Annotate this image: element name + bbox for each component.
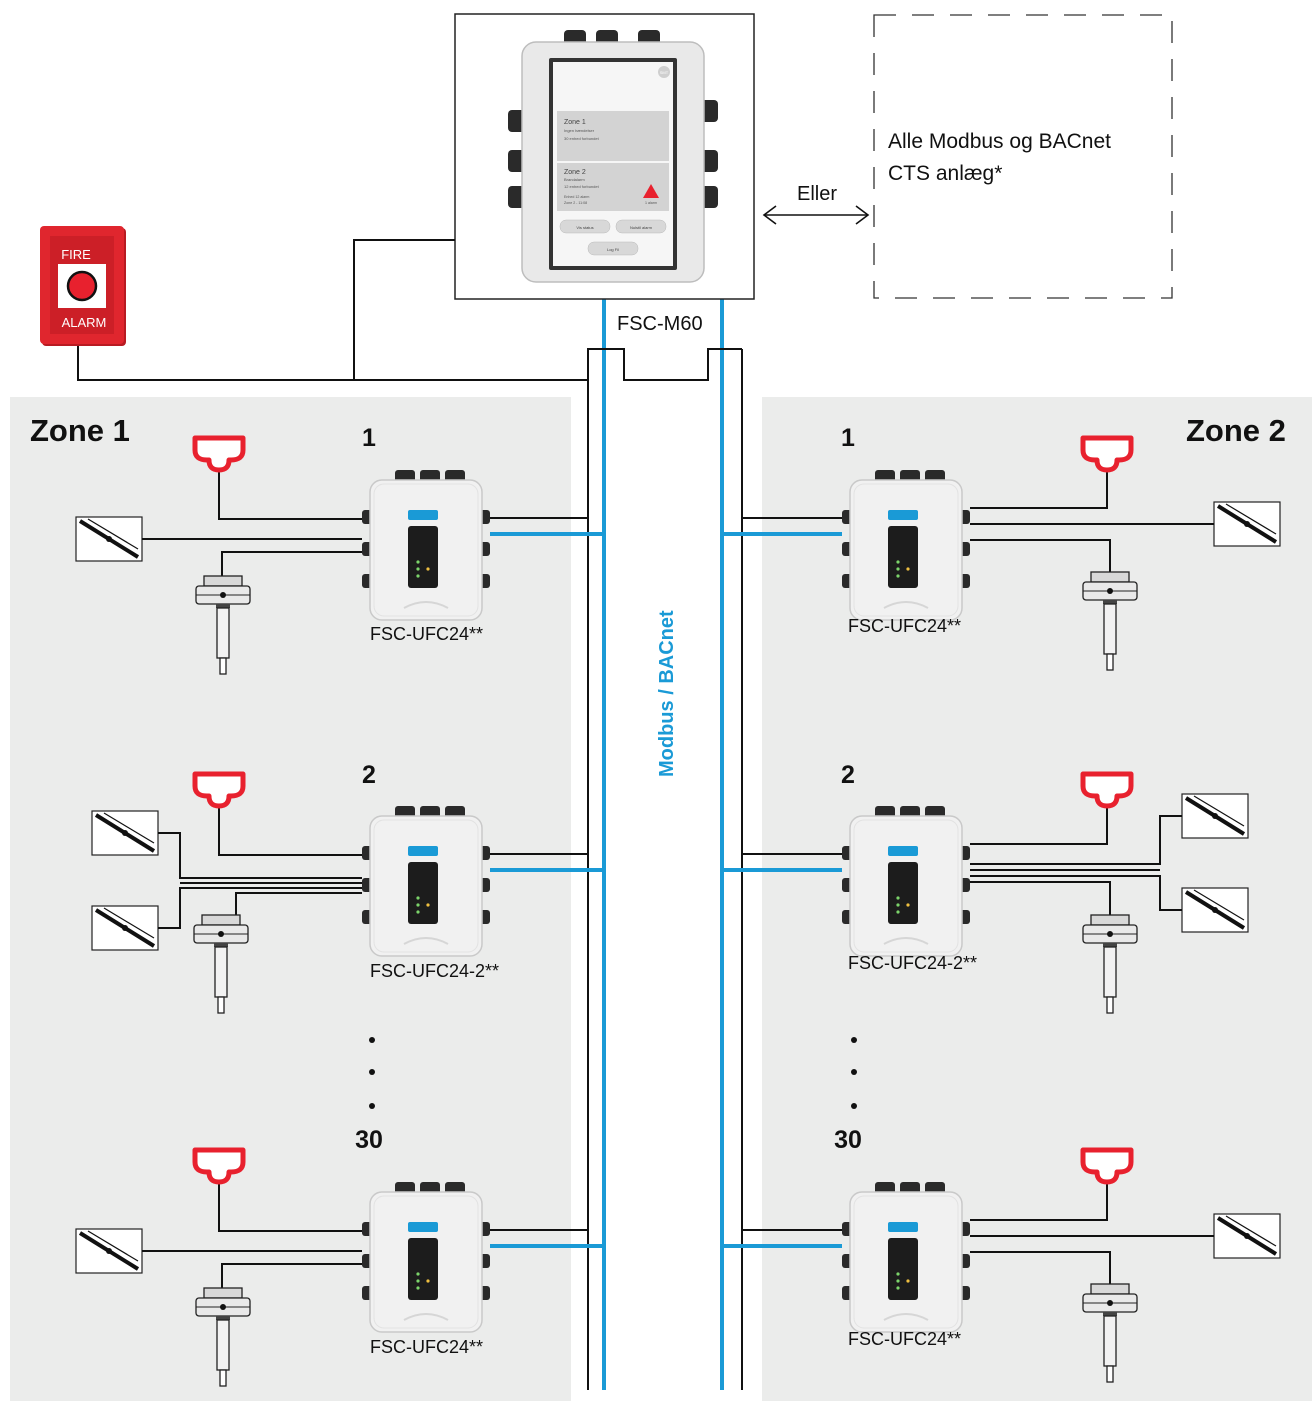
- damper-icon: [1180, 886, 1250, 934]
- wire: [970, 1251, 1111, 1287]
- bms-line1: Alle Modbus og BACnet: [888, 130, 1111, 153]
- wire: [970, 875, 1182, 911]
- fsc-ufc24-unit: [361, 469, 491, 621]
- screen-btn-log: Log Fil: [607, 247, 619, 252]
- screen-zone2-title: Zone 2: [564, 169, 586, 176]
- wire: [218, 468, 362, 520]
- duct-sensor-icon: [1082, 914, 1138, 1014]
- fsc-ufc24-unit: [841, 805, 971, 957]
- screen-zone1-title: Zone 1: [564, 119, 586, 126]
- alarm-triangle-icon: [643, 184, 659, 198]
- wire: [158, 887, 362, 929]
- device-number: 2: [362, 761, 376, 789]
- device-model-label: FSC-UFC24-2**: [848, 953, 977, 973]
- connector-label: Eller: [797, 183, 837, 205]
- wire: [970, 539, 1111, 575]
- screen-footer-line1: Enhed 12 alarm: [564, 195, 589, 199]
- smoke-detector-icon: [1083, 774, 1131, 806]
- fire-label: FIRE: [61, 247, 91, 262]
- fsc-ufc24-unit: [361, 1181, 491, 1333]
- smoke-detector-icon: [195, 438, 243, 470]
- wire: [970, 881, 1111, 918]
- damper-icon: [1212, 500, 1282, 548]
- device-number: 30: [834, 1126, 862, 1154]
- bms-line2: CTS anlæg*: [888, 162, 1002, 185]
- screen-corner-text: SMT: [660, 70, 669, 75]
- fsc-ufc24-unit: [361, 805, 491, 957]
- duct-sensor-icon: [193, 914, 249, 1014]
- wire: [970, 468, 1108, 509]
- device-model-label: FSC-UFC24-2**: [370, 961, 499, 981]
- damper-icon: [90, 809, 160, 857]
- double-arrow-icon: [762, 205, 870, 225]
- screen-footer-line2: Zone 2 - 11:08: [564, 201, 587, 205]
- smoke-detector-icon: [195, 1150, 243, 1182]
- fsc-ufc24-unit: [841, 1181, 971, 1333]
- screen-zone2-line1: Brandalarm: [564, 177, 585, 182]
- smoke-detector-icon: [195, 774, 243, 806]
- smoke-detector-icon: [1083, 1150, 1131, 1182]
- screen-alarm-label: 1 alarm: [645, 201, 657, 205]
- bus-cross-wire: [604, 348, 742, 381]
- damper-icon: [74, 515, 144, 563]
- duct-sensor-icon: [1082, 1283, 1138, 1383]
- device-model-label: FSC-UFC24**: [370, 624, 483, 644]
- fsc-ufc24-unit: [841, 469, 971, 621]
- ellipsis-dots-zone-1: [369, 1037, 375, 1109]
- alarm-label: ALARM: [62, 315, 107, 330]
- screen-btn-status: Vis status: [576, 225, 593, 230]
- device-number: 30: [355, 1126, 383, 1154]
- damper-icon: [90, 904, 160, 952]
- device-model-label: FSC-UFC24**: [848, 1329, 961, 1349]
- wire: [235, 892, 362, 936]
- bus-label: Modbus / BACnet: [656, 610, 678, 777]
- screen-zone1-line1: Ingen hændelser: [564, 128, 595, 133]
- zone-1-title: Zone 1: [30, 413, 130, 448]
- bms-box: [873, 14, 1173, 299]
- screen-zone1-line2: 30 enhed forbundet: [564, 136, 600, 141]
- wire: [218, 804, 362, 856]
- device-number: 1: [841, 424, 855, 452]
- damper-icon: [1212, 1212, 1282, 1260]
- duct-sensor-icon: [195, 1287, 251, 1387]
- device-number: 1: [362, 424, 376, 452]
- wire: [221, 551, 362, 582]
- wire: [221, 1263, 362, 1294]
- ellipsis-dots-zone-2: [851, 1037, 857, 1109]
- screen-btn-reset: Nulstil alarm: [630, 225, 653, 230]
- wire: [158, 832, 362, 879]
- smoke-detector-icon: [1083, 438, 1131, 470]
- device-model-label: FSC-UFC24**: [848, 616, 961, 636]
- wire: [218, 1180, 362, 1232]
- zone-2-title: Zone 2: [1186, 413, 1286, 448]
- bus-lines: [587, 298, 743, 1390]
- damper-icon: [1180, 792, 1250, 840]
- alarm-wire: [77, 346, 604, 381]
- controller-label: FSC-M60: [617, 313, 703, 335]
- damper-icon: [74, 1227, 144, 1275]
- screen-zone2-line2: 12 enhed forbundet: [564, 184, 600, 189]
- wire: [970, 815, 1182, 865]
- wire: [970, 804, 1108, 845]
- fsc-m60-controller: SMT Zone 1 Ingen hændelser 30 enhed forb…: [454, 13, 755, 300]
- device-model-label: FSC-UFC24**: [370, 1337, 483, 1357]
- device-number: 2: [841, 761, 855, 789]
- fire-alarm-callpoint: FIRE ALARM: [40, 226, 126, 346]
- duct-sensor-icon: [1082, 571, 1138, 671]
- wire: [970, 1180, 1108, 1221]
- duct-sensor-icon: [195, 575, 251, 675]
- controller-wire: [353, 239, 455, 380]
